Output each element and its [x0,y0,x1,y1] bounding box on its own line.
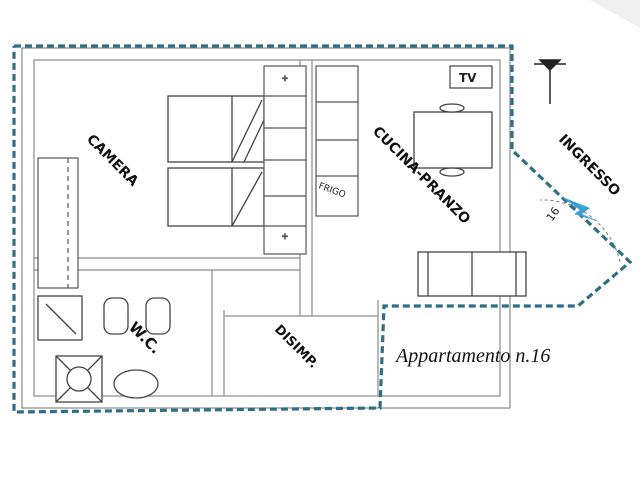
svg-text:+: + [282,232,288,243]
wardrobe-column: + + [263,65,307,255]
double-bed-bottom [167,167,265,227]
bathroom-fixtures [37,295,171,403]
tv-label: TV [459,71,477,85]
room-label-ingresso: INGRESSO [555,132,623,200]
svg-text:+: + [282,74,288,85]
entrance-arrow [560,196,600,222]
property-boundary [12,44,633,414]
sofa [417,251,527,297]
page-corner [590,0,640,28]
room-label-camera: CAMERA [83,132,141,190]
north-arrow-icon [534,59,566,104]
dining-table [413,103,493,177]
bedroom-wardrobe [37,157,79,289]
entrance-door-swing [539,199,621,263]
room-label-disimpegno: DISIMP. [271,322,320,371]
tv-unit [449,65,493,89]
walls [21,47,511,409]
apartment-title: Appartamento n.16 [394,345,550,367]
double-bed-top [167,95,265,163]
entrance-number: 16 [544,205,563,224]
kitchen-counter [315,65,359,217]
